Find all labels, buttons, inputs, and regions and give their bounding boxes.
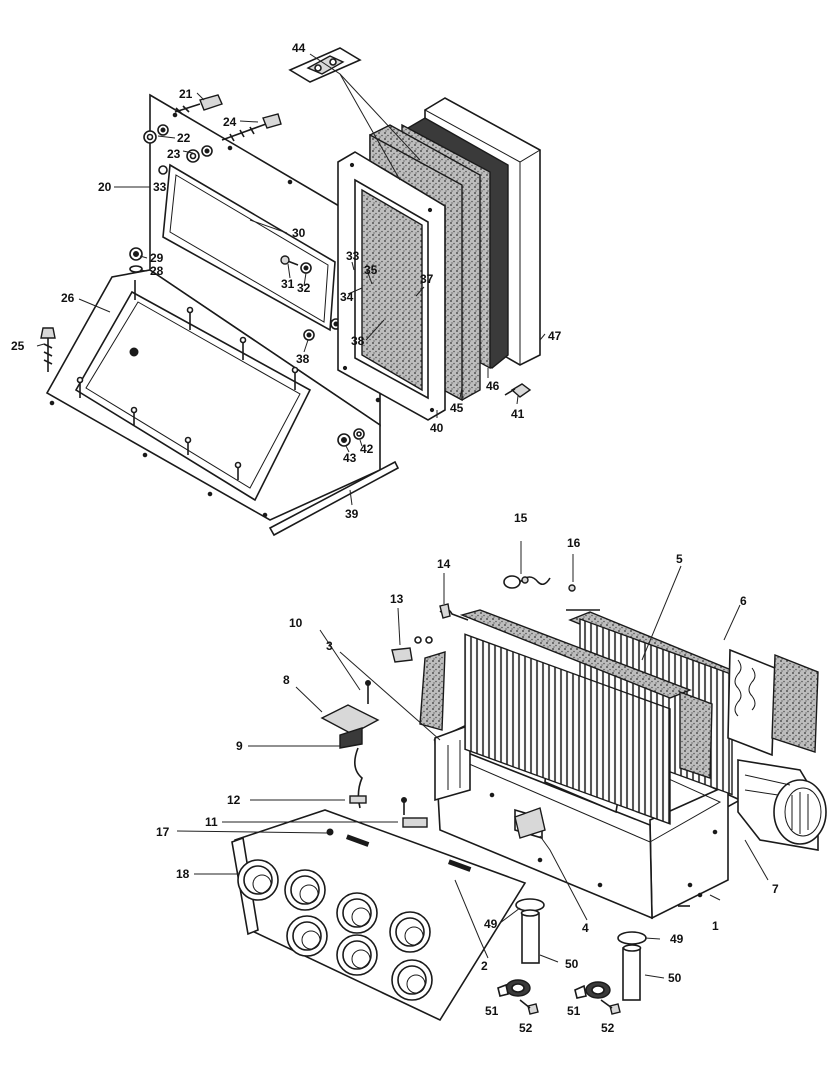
- callout-6: 6: [740, 594, 747, 608]
- callout-50-left: 50: [565, 957, 579, 971]
- callout-51-left: 51: [485, 1004, 499, 1018]
- callout-12: 12: [227, 793, 241, 807]
- callout-1: 1: [712, 919, 719, 933]
- trim-strip: [268, 460, 400, 537]
- callout-30: 30: [292, 226, 306, 240]
- callout-34: 34: [340, 290, 354, 304]
- callout-41: 41: [511, 407, 525, 421]
- callout-26: 26: [61, 291, 75, 305]
- callout-11: 11: [205, 815, 218, 829]
- callout-23: 23: [167, 147, 181, 161]
- callout-25: 25: [11, 339, 25, 353]
- callout-24: 24: [223, 115, 237, 129]
- callout-28: 28: [150, 264, 164, 278]
- callout-46: 46: [486, 379, 500, 393]
- leader-lines: [36, 53, 769, 979]
- callout-35: 35: [364, 263, 378, 277]
- air-outlets: [237, 859, 433, 1001]
- blower-fan: [737, 759, 827, 851]
- callout-45: 45: [450, 401, 464, 415]
- callout-29: 29: [150, 251, 164, 265]
- panel-studs: [76, 280, 299, 480]
- callout-20-label: 20: [98, 180, 112, 194]
- callout-4: 4: [582, 921, 589, 935]
- callout-31: 31: [281, 277, 295, 291]
- callout-38-right: 38: [351, 334, 365, 348]
- callout-10: 10: [289, 616, 303, 630]
- callout-43: 43: [343, 451, 357, 465]
- callout-21: 21: [179, 87, 193, 101]
- callout-47: 47: [548, 329, 562, 343]
- callout-33-top: 33: [153, 180, 167, 194]
- callout-52-right: 52: [601, 1021, 615, 1035]
- callout-5: 5: [676, 552, 683, 566]
- front-panel: [45, 93, 381, 521]
- callout-16: 16: [567, 536, 581, 550]
- filter-stack: [337, 97, 542, 421]
- callout-22: 22: [177, 131, 191, 145]
- callout-15: 15: [514, 511, 528, 525]
- callout-3: 3: [326, 639, 333, 653]
- callout-37: 37: [420, 272, 434, 286]
- callout-17: 17: [156, 825, 170, 839]
- callout-50-right: 50: [668, 971, 682, 985]
- callout-52-left: 52: [519, 1021, 533, 1035]
- callout-8: 8: [283, 673, 290, 687]
- callout-40: 40: [430, 421, 444, 435]
- callout-2: 2: [481, 959, 488, 973]
- callout-33-mid: 33: [346, 249, 360, 263]
- callout-32: 32: [297, 281, 311, 295]
- callout-49-right: 49: [670, 932, 684, 946]
- callout-13: 13: [390, 592, 404, 606]
- callout-14: 14: [437, 557, 451, 571]
- callout-38-left: 38: [296, 352, 310, 366]
- callout-7: 7: [772, 882, 779, 896]
- leg-assemblies: [497, 898, 647, 1015]
- callout-44: 44: [292, 41, 306, 55]
- callout-9: 9: [236, 739, 243, 753]
- label-plate: [288, 47, 362, 83]
- heater-coils: [419, 609, 819, 825]
- callout-labels: 21 24 22 23 23 20 20 33 30 29 28 26 25 3…: [11, 41, 779, 1035]
- small-components: [320, 575, 600, 839]
- callout-42: 42: [360, 442, 374, 456]
- callout-18: 18: [176, 867, 190, 881]
- callout-49-left: 49: [484, 917, 498, 931]
- mounting-bolt: [504, 383, 532, 398]
- callout-39: 39: [345, 507, 359, 521]
- callout-51-right: 51: [567, 1004, 581, 1018]
